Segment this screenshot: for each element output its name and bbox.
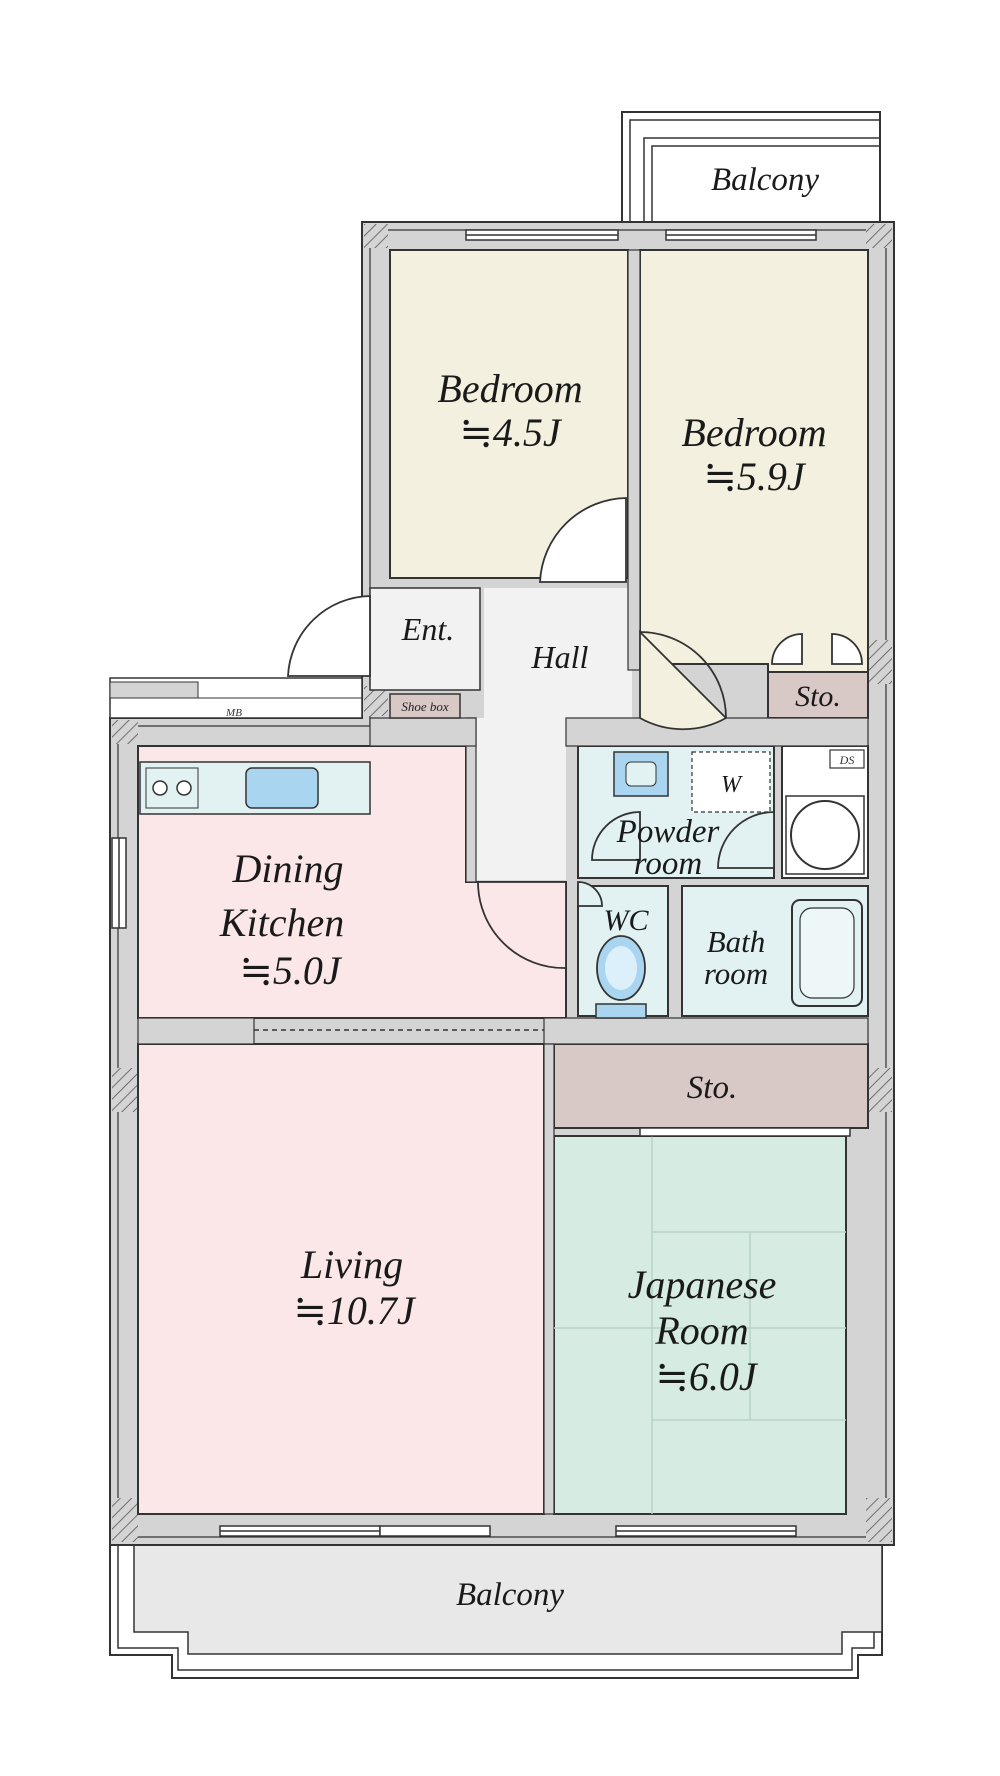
- dining-kitchen-line2: Kitchen: [219, 900, 344, 945]
- powder-fixtures: W: [613, 751, 771, 813]
- balcony-top-label: Balcony: [711, 162, 819, 198]
- bathroom-line2: room: [704, 956, 768, 991]
- powder-room-labels: Powder room: [616, 814, 720, 882]
- meter-box-strip: MB: [109, 677, 363, 719]
- bathtub-icon: [791, 899, 863, 1007]
- bedroom-a-name: Bedroom: [437, 366, 582, 411]
- kitchen-sink-icon: [245, 767, 319, 809]
- japanese-room-area: [553, 1135, 847, 1515]
- stove-burner-icon: [176, 780, 192, 796]
- duct-space-label: DS: [839, 753, 855, 767]
- meter-box-label: MB: [225, 707, 242, 719]
- living-labels: Living ≒10.7J: [293, 1242, 417, 1333]
- bedroom-a-size: ≒4.5J: [459, 410, 563, 455]
- toilet-icon: [595, 935, 647, 1019]
- dining-kitchen-labels: Dining Kitchen ≒5.0J: [219, 846, 344, 993]
- doors: [287, 497, 863, 969]
- japanese-room-line2: Room: [654, 1308, 748, 1353]
- storage-small-label: Sto.: [795, 680, 841, 713]
- washer-label: W: [721, 772, 743, 798]
- hall-area: [476, 588, 632, 880]
- living-name: Living: [300, 1242, 403, 1287]
- japanese-room-line1: Japanese: [628, 1262, 777, 1307]
- bedroom-b-size: ≒5.9J: [703, 454, 807, 499]
- stove-burner-icon: [152, 780, 168, 796]
- shoe-box: Shoe box: [389, 693, 461, 719]
- japanese-room-labels: Japanese Room ≒6.0J: [628, 1262, 777, 1399]
- duct-space: DS: [829, 749, 865, 769]
- entrance-label: Ent.: [401, 611, 454, 647]
- water-heater-icon: [785, 795, 865, 875]
- living-size: ≒10.7J: [293, 1288, 417, 1333]
- storage-large-label: Sto.: [687, 1070, 737, 1106]
- washer-space: [691, 751, 771, 813]
- living-area: [137, 1043, 545, 1515]
- bathroom-line1: Bath: [707, 924, 766, 959]
- storage-large-area: [553, 1043, 869, 1129]
- tatami-lines: [554, 1136, 846, 1514]
- hall-label: Hall: [531, 639, 589, 675]
- japanese-room-size: ≒6.0J: [655, 1354, 759, 1399]
- kitchen-counter: [139, 761, 371, 815]
- powder-room-line2: room: [634, 846, 702, 882]
- dining-kitchen-line1: Dining: [231, 846, 343, 891]
- balcony-bottom-label: Balcony: [456, 1577, 564, 1613]
- balcony-top: Balcony: [621, 111, 881, 222]
- bedroom-a-labels: Bedroom ≒4.5J: [437, 366, 582, 455]
- dining-kitchen-size: ≒5.0J: [239, 948, 343, 993]
- bedroom-b-name: Bedroom: [681, 410, 826, 455]
- entrance-area: [369, 587, 481, 691]
- bathroom-labels: Bath room: [704, 924, 768, 991]
- wc-label: WC: [604, 904, 650, 937]
- bedroom-b-labels: Bedroom ≒5.9J: [681, 410, 826, 499]
- powder-room-line1: Powder: [616, 814, 720, 850]
- shoe-box-label: Shoe box: [401, 699, 449, 714]
- balcony-bottom: Balcony: [109, 1544, 883, 1679]
- windows: [111, 229, 851, 1537]
